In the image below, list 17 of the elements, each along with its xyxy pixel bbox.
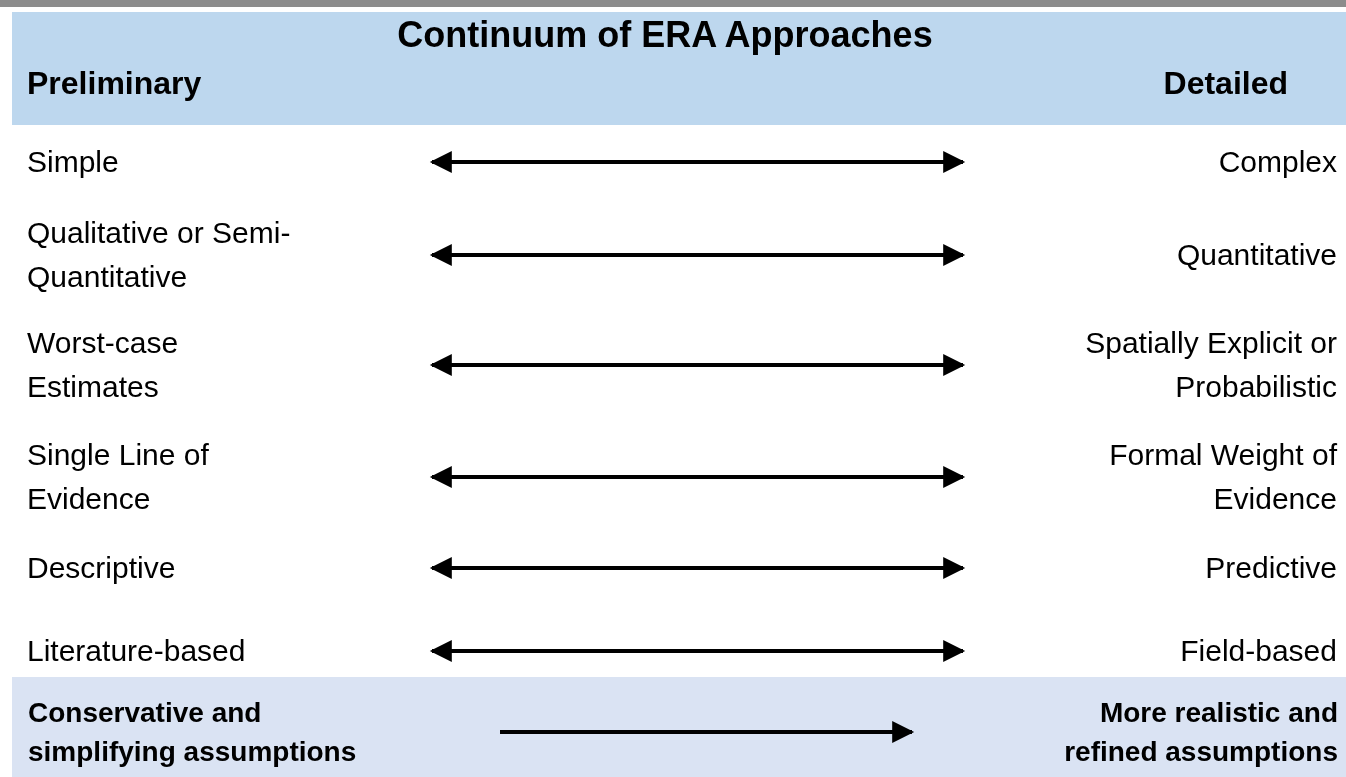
scale-end-label: Complex [1218, 144, 1337, 180]
scale-end-label: More realistic and refined assumptions [1063, 696, 1338, 769]
scale-end-label: Descriptive [27, 550, 176, 586]
scale-end-label: Predictive [1205, 550, 1337, 586]
scale-end-label: Qualitative or Semi-Quantitative [27, 215, 292, 295]
scale-end-label: Formal Weight of Evidence [1108, 437, 1337, 517]
scale-end-label: Literature-based [27, 633, 246, 669]
scale-end-label: Field-based [1180, 633, 1337, 669]
scale-end-label: Single Line of Evidence [27, 437, 210, 517]
scale-end-label: Simple [27, 144, 119, 180]
column-heading: Preliminary [27, 64, 202, 102]
scale-end-label: Conservative and simplifying assumptions [28, 696, 358, 769]
column-heading: Detailed [1163, 64, 1288, 102]
scale-end-label: Spatially Explicit or Probabilistic [1084, 325, 1337, 405]
scale-end-label: Worst-case Estimates [27, 325, 180, 405]
title: Continuum of ERA Approaches [397, 14, 933, 55]
scale-end-label: Quantitative [1176, 237, 1337, 273]
